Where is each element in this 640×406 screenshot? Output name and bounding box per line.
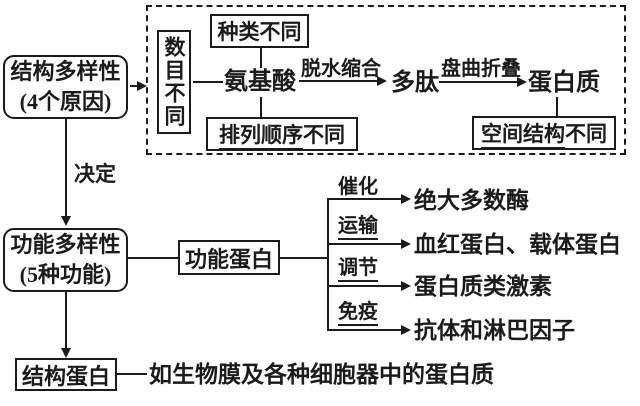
spatial-structure-box: 空间结构不同 <box>472 116 616 150</box>
branch-trunk-line <box>327 198 329 330</box>
branch-regulation-arrow-icon <box>401 281 411 291</box>
type-difference-box: 种类不同 <box>210 14 309 48</box>
structural-protein-box: 结构蛋白 <box>15 358 117 391</box>
decide-label: 决定 <box>74 162 116 186</box>
dehydration-arrow-icon <box>377 76 387 86</box>
structural-protein-text: 结构蛋白 <box>21 363 110 389</box>
branch-catalysis-text: 催化 <box>338 176 378 198</box>
amino-acid-label: 氨基酸 <box>224 69 296 95</box>
branch-regulation-line <box>327 285 403 287</box>
arrangement-order-box: 排列顺序不同 <box>206 117 358 151</box>
branch-catalysis-line <box>327 198 403 200</box>
structural-note-dash <box>117 373 147 375</box>
branch-catalysis-target-text: 绝大多数酶 <box>414 188 529 213</box>
protein-text: 蛋白质 <box>528 70 600 96</box>
polypeptide-label: 多肽 <box>391 70 439 96</box>
function-to-structural-arrow-icon <box>61 348 71 358</box>
amino-to-order-line <box>260 97 262 117</box>
branch-transport-target: 血红蛋白、载体蛋白 <box>414 232 621 257</box>
arrangement-order-underlined: 排列顺序 <box>219 123 303 150</box>
structural-protein-note-text: 如生物膜及各种细胞器中的蛋白质 <box>149 362 494 387</box>
function-to-protein-line <box>128 257 178 259</box>
dehydration-arrow-line <box>299 80 379 82</box>
structural-protein-note: 如生物膜及各种细胞器中的蛋白质 <box>149 362 494 387</box>
functional-protein-box: 功能蛋白 <box>178 240 280 275</box>
function-diversity-line1: 功能多样性 <box>10 232 121 258</box>
function-to-structural-line <box>65 292 67 350</box>
number-difference-box: 数目不同 <box>157 30 191 134</box>
spatial-structure-rest: 不同 <box>565 122 607 146</box>
function-diversity-line2: (5种功能) <box>19 262 112 287</box>
protein-to-trunk-line <box>280 257 329 259</box>
branch-catalysis-target: 绝大多数酶 <box>414 188 529 213</box>
branch-immunity-target: 抗体和淋巴因子 <box>414 318 575 343</box>
branch-immunity-text: 免疫 <box>338 301 378 326</box>
dehydration-label: 脱水缩合 <box>301 58 381 80</box>
type-difference-label: 种类不同 <box>217 20 302 44</box>
amino-acid-text: 氨基酸 <box>224 69 296 95</box>
branch-transport-target-text: 血红蛋白、载体蛋白 <box>414 232 621 257</box>
coiling-folding-arrow-icon <box>517 77 527 87</box>
decide-arrow-icon <box>61 216 71 226</box>
branch-regulation-text: 调节 <box>338 257 378 282</box>
number-difference-label: 数目不同 <box>162 36 186 128</box>
decide-text: 决定 <box>74 162 116 186</box>
branch-transport-text: 运输 <box>338 215 378 240</box>
branch-transport-label: 运输 <box>338 215 378 240</box>
branch-regulation-target: 蛋白质类激素 <box>414 274 552 299</box>
branch-immunity-target-text: 抗体和淋巴因子 <box>414 318 575 343</box>
branch-immunity-line <box>327 329 403 331</box>
causes-dashed-box <box>146 5 626 155</box>
coiling-folding-label: 盘曲折叠 <box>441 58 521 80</box>
branch-immunity-arrow-icon <box>401 325 411 335</box>
arrangement-order-rest: 不同 <box>303 123 345 147</box>
dehydration-text: 脱水缩合 <box>301 58 381 80</box>
structure-diversity-line2: (4个原因) <box>19 89 112 114</box>
polypeptide-text: 多肽 <box>391 70 439 96</box>
structure-diversity-text: 结构多样性 (4个原因) <box>10 57 120 116</box>
protein-label: 蛋白质 <box>528 70 600 96</box>
function-diversity-box: 功能多样性 (5种功能) <box>3 228 128 292</box>
branch-immunity-label: 免疫 <box>338 301 378 326</box>
decide-arrow-line <box>65 119 67 218</box>
branch-regulation-label: 调节 <box>338 257 378 282</box>
type-to-amino-line <box>260 48 262 68</box>
coiling-folding-arrow-line <box>439 81 519 83</box>
structure-diversity-line1: 结构多样性 <box>10 59 121 85</box>
number-to-amino-line <box>193 81 223 83</box>
branch-catalysis-label: 催化 <box>338 176 378 198</box>
spatial-structure-underlined: 空间结构 <box>481 122 565 149</box>
functional-protein-text: 功能蛋白 <box>184 246 273 272</box>
structure-to-causes-arrow-icon <box>137 81 147 91</box>
coiling-folding-text: 盘曲折叠 <box>441 58 521 80</box>
structure-diversity-box: 结构多样性 (4个原因) <box>3 55 128 119</box>
branch-transport-line <box>327 243 403 245</box>
branch-regulation-target-text: 蛋白质类激素 <box>414 274 552 299</box>
function-diversity-text: 功能多样性 (5种功能) <box>10 230 120 289</box>
branch-catalysis-arrow-icon <box>401 194 411 204</box>
branch-transport-arrow-icon <box>401 239 411 249</box>
structure-to-causes-line <box>130 85 140 87</box>
protein-to-spatial-line <box>556 97 558 116</box>
